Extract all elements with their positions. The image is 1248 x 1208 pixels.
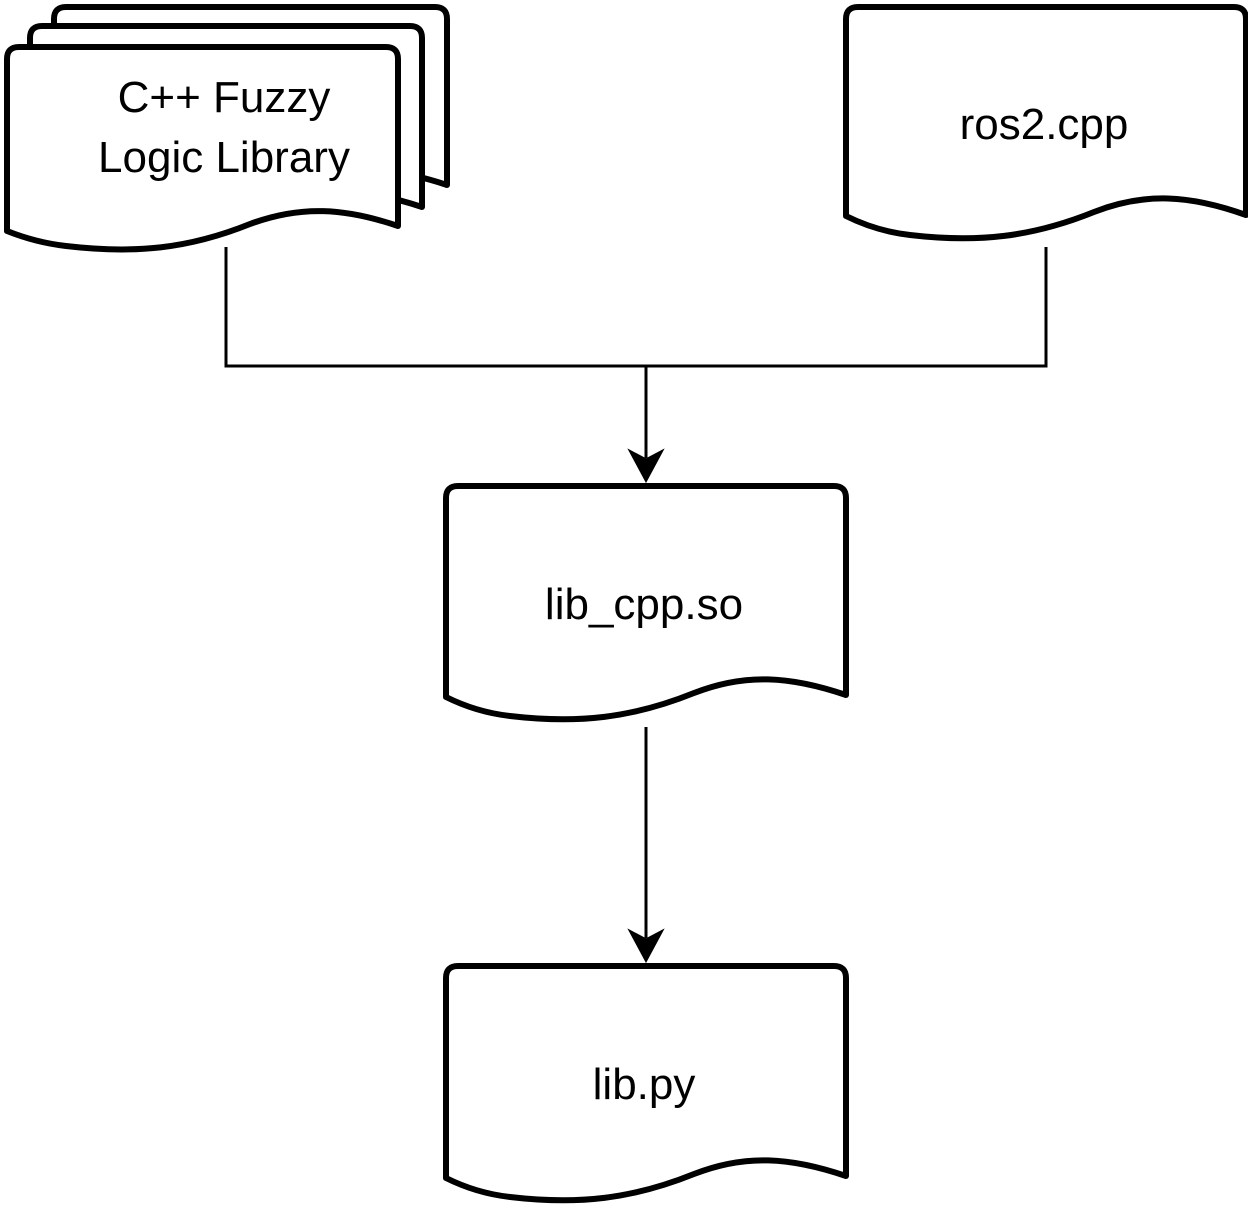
connector-lib-cpp-so-to-lib-py [627, 727, 665, 964]
fuzzy-library-front-page [4, 44, 401, 253]
ros2-cpp-document-shape [843, 4, 1248, 242]
ros2-cpp-label: ros2.cpp [960, 100, 1129, 149]
fuzzy-library-label-line2: Logic Library [98, 133, 350, 182]
lib-cpp-so-document-shape [443, 483, 849, 723]
ros2-cpp-node: ros2.cpp [843, 4, 1248, 242]
fuzzy-library-node: C++ Fuzzy Logic Library [4, 4, 450, 253]
lib-py-label: lib.py [593, 1060, 696, 1109]
fuzzy-library-label-line1: C++ Fuzzy [118, 73, 331, 122]
lib-py-document-shape [443, 963, 849, 1204]
merge-connector [224, 247, 1048, 484]
arrowhead-to-lib-py [627, 928, 665, 964]
arrowhead-to-lib-cpp-so [627, 448, 665, 484]
connector-from-ros2-cpp [646, 247, 1048, 368]
lib-cpp-so-label: lib_cpp.so [545, 580, 743, 629]
lib-cpp-so-node: lib_cpp.so [443, 483, 849, 723]
connector-from-fuzzy-library [224, 247, 646, 368]
lib-py-node: lib.py [443, 963, 849, 1204]
